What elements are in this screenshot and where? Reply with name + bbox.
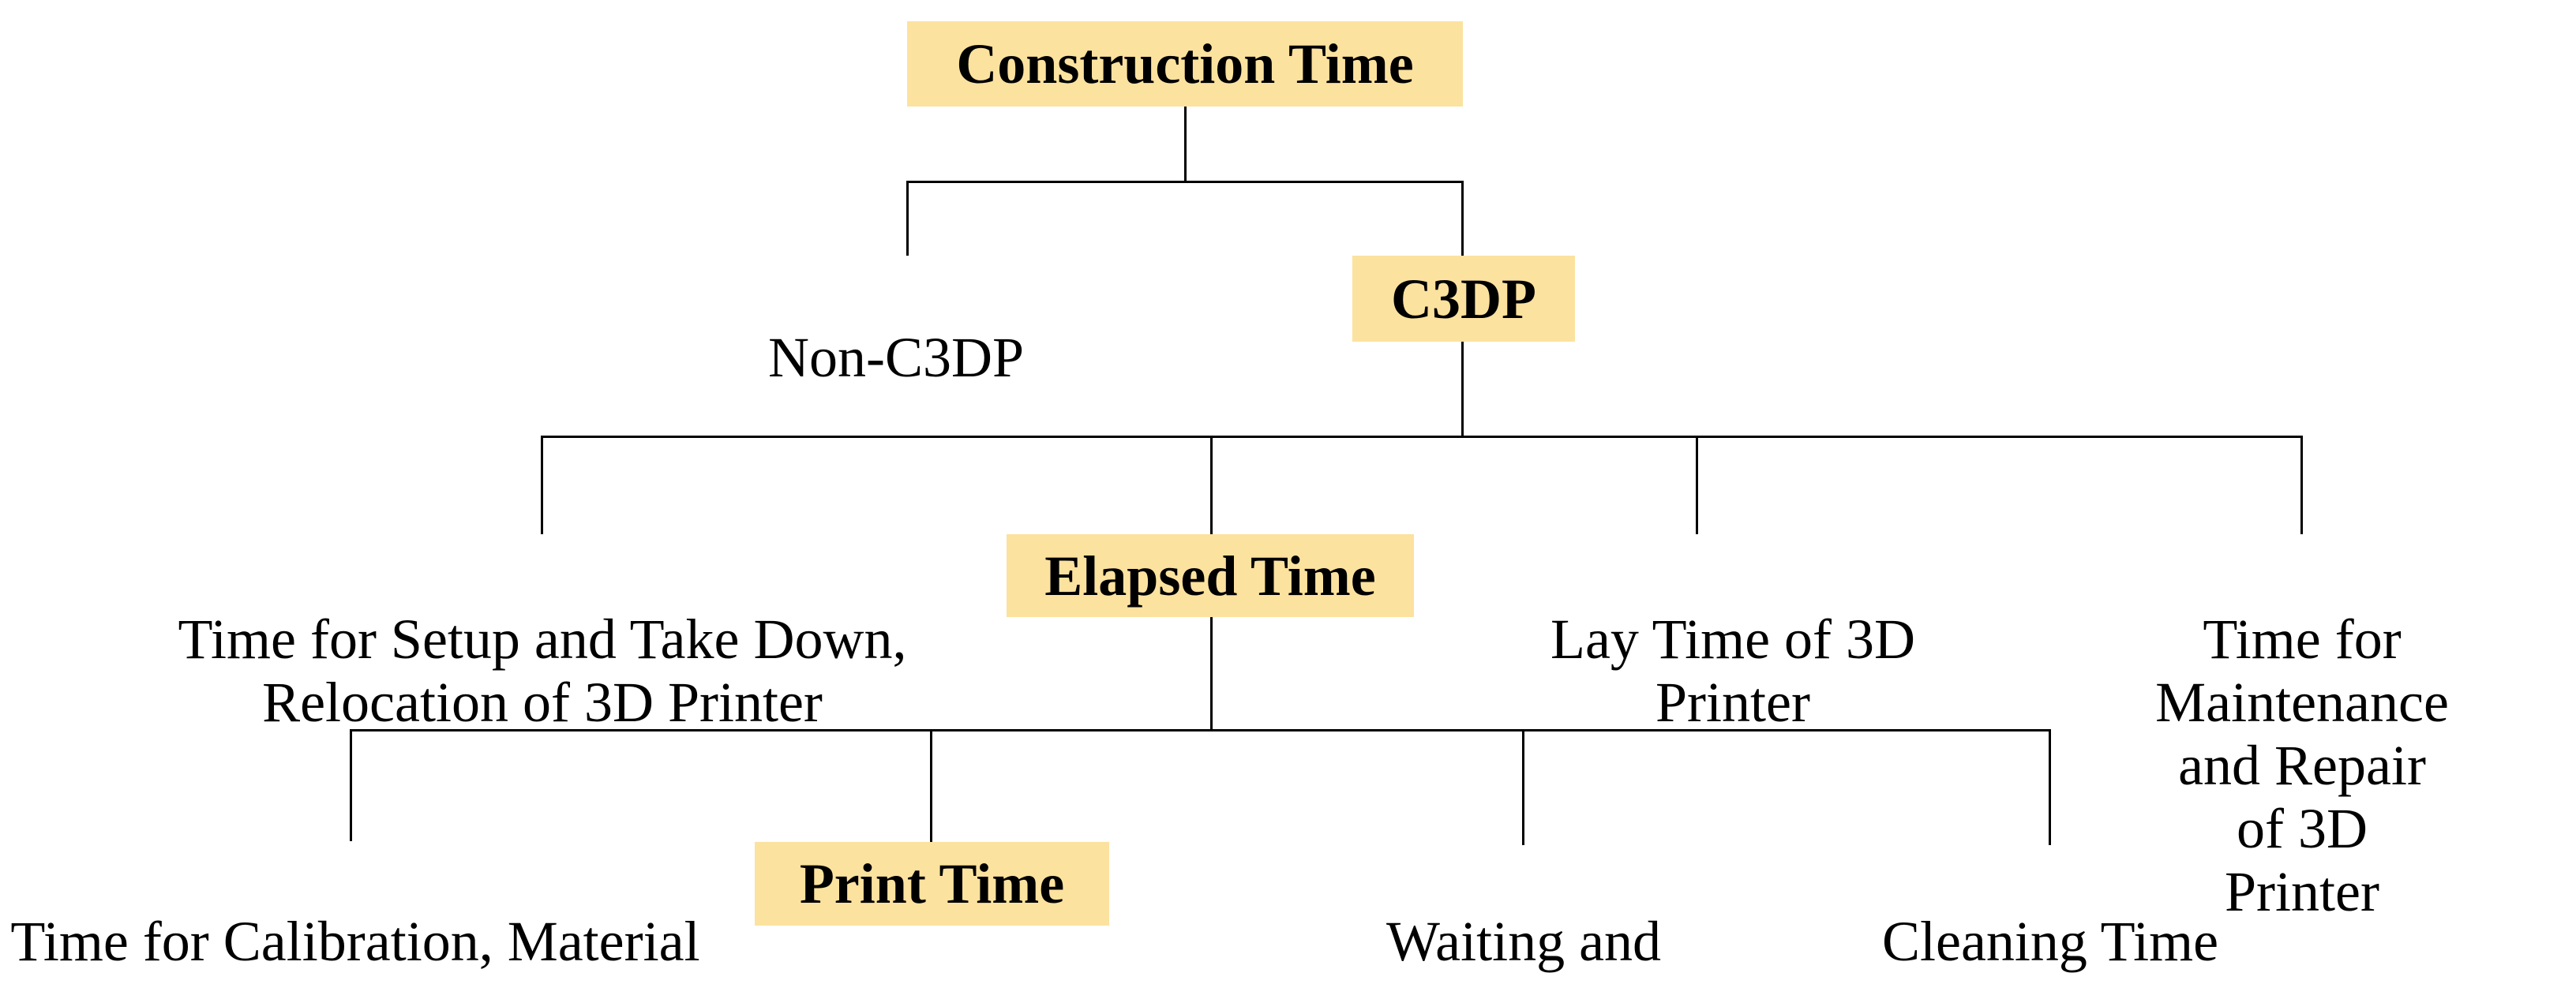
connector-drop-cleaning-time xyxy=(2049,729,2051,845)
connector-elapsed-stem xyxy=(1210,617,1213,730)
connector-drop-waiting-loss xyxy=(1522,729,1524,845)
connector-drop-setup-takedown xyxy=(541,436,543,534)
node-non-c3dp-label: Non-C3DP xyxy=(767,326,1025,389)
node-construction-time: Construction Time xyxy=(907,21,1463,107)
connector-level2-rail xyxy=(907,181,1464,183)
node-waiting-loss: Waiting and Loss Times xyxy=(1386,847,1661,984)
connector-c3dp-stem xyxy=(1461,342,1464,437)
node-print-time-label: Print Time xyxy=(799,852,1065,915)
connector-drop-print-time xyxy=(930,729,932,843)
connector-root-stem xyxy=(1184,107,1187,181)
connector-drop-c3dp xyxy=(1461,181,1464,256)
node-setup-takedown-label: Time for Setup and Take Down, Relocation… xyxy=(178,608,907,734)
connector-drop-maintenance-repair xyxy=(2300,436,2303,534)
node-non-c3dp: Non-C3DP xyxy=(768,263,1024,389)
node-cleaning-time-label: Cleaning Time xyxy=(1881,910,2219,973)
connector-drop-calibration xyxy=(350,729,352,841)
node-setup-takedown: Time for Setup and Take Down, Relocation… xyxy=(178,544,907,734)
node-maintenance-repair: Time for Maintenance and Repair of 3D Pr… xyxy=(2155,544,2449,923)
connector-drop-lay-time xyxy=(1696,436,1698,534)
connector-drop-non-c3dp xyxy=(906,181,909,256)
node-lay-time: Lay Time of 3D Printer xyxy=(1550,544,1915,734)
connector-drop-elapsed-time xyxy=(1210,436,1213,534)
node-print-time: Print Time xyxy=(755,842,1109,926)
node-calibration-preparation-label: Time for Calibration, Material Preparati… xyxy=(10,910,700,984)
node-c3dp-label: C3DP xyxy=(1391,267,1536,331)
node-cleaning-time: Cleaning Time xyxy=(1882,847,2218,973)
node-elapsed-time: Elapsed Time xyxy=(1007,534,1414,617)
connector-level3-rail xyxy=(542,436,2303,438)
node-maintenance-repair-label: Time for Maintenance and Repair of 3D Pr… xyxy=(2155,608,2449,923)
connector-level4-rail xyxy=(351,729,2051,731)
node-lay-time-label: Lay Time of 3D Printer xyxy=(1550,608,1916,734)
node-waiting-loss-label: Waiting and Loss Times xyxy=(1385,910,1662,984)
node-c3dp: C3DP xyxy=(1352,256,1575,342)
node-elapsed-time-label: Elapsed Time xyxy=(1044,544,1376,608)
node-calibration-preparation: Time for Calibration, Material Preparati… xyxy=(10,847,699,984)
node-construction-time-label: Construction Time xyxy=(956,32,1414,95)
